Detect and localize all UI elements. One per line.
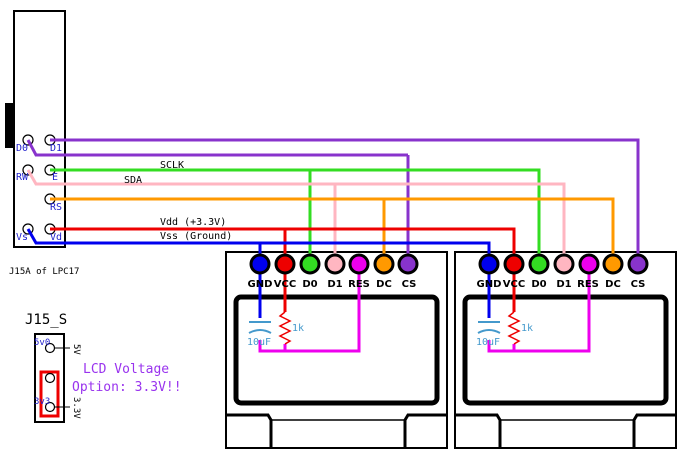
resistor-label-1: 1k xyxy=(292,323,304,334)
wire-vcc xyxy=(50,227,516,264)
jumper-label-3v3: 3v3 xyxy=(34,397,50,407)
wire-res-1 xyxy=(258,264,361,353)
lcd1-pin-gnd: GND xyxy=(248,279,273,290)
wire-cs-start xyxy=(26,139,408,157)
jumper-title: J15_S xyxy=(25,312,67,328)
capacitor-1 xyxy=(248,321,272,334)
jumper-pin-3v3-top xyxy=(44,372,56,384)
capacitor-label-2: 10uF xyxy=(476,337,500,348)
wire-d1 xyxy=(26,169,566,264)
pin-label-d0: D0 xyxy=(16,143,28,154)
connector-tab xyxy=(5,103,14,148)
wire-res-2 xyxy=(487,264,591,353)
lcd1-pin-res: RES xyxy=(348,279,370,290)
lcd2-pin-gnd: GND xyxy=(477,279,502,290)
lcd2-pin-d1: D1 xyxy=(556,279,571,290)
capacitor-label-1: 10uF xyxy=(247,337,271,348)
jumper-pin-5v xyxy=(44,342,56,354)
signal-label-sda: SDA xyxy=(124,175,142,186)
lcd-pin-labels-1: GND VCC D0 D1 RES DC CS xyxy=(248,279,417,290)
jumper-side-5v: 5V xyxy=(71,344,81,355)
lcd2-pin-d0: D0 xyxy=(531,279,546,290)
resistor-2 xyxy=(507,311,521,345)
signal-label-vdd: Vdd (+3.3V) xyxy=(160,217,226,228)
signal-label-vss: Vss (Ground) xyxy=(160,231,232,242)
lcd-pin-labels-2: GND VCC D0 D1 RES DC CS xyxy=(477,279,646,290)
lcd1-pin-d1: D1 xyxy=(327,279,342,290)
note-line-2: Option: 3.3V!! xyxy=(72,380,182,395)
wire-d0 xyxy=(50,168,541,264)
lcd-header-2 xyxy=(478,253,649,275)
lcd2-pin-res: RES xyxy=(577,279,599,290)
note-line-1: LCD Voltage xyxy=(83,362,169,377)
lcd1-pin-d0: D0 xyxy=(302,279,317,290)
jumper-side-3v3: 3.3V xyxy=(71,397,81,419)
capacitor-2 xyxy=(477,321,501,334)
lcd1-pin-dc: DC xyxy=(376,279,392,290)
jumper-label-5v0: 5v0 xyxy=(34,338,50,348)
connector-board xyxy=(13,10,66,248)
wire-dc xyxy=(50,197,615,264)
jumper-cap xyxy=(39,370,60,418)
lcd2-pin-dc: DC xyxy=(605,279,621,290)
lcd2-pin-vcc: VCC xyxy=(503,279,525,290)
pin-label-e: E xyxy=(52,172,58,183)
resistor-1 xyxy=(278,311,292,345)
pin-label-rs: RS xyxy=(50,202,62,213)
lcd1-pin-vcc: VCC xyxy=(274,279,296,290)
pin-label-rw: RW xyxy=(16,172,29,183)
resistor-label-2: 1k xyxy=(521,323,533,334)
connector-caption: J15A of LPC17 xyxy=(9,267,79,277)
pin-label-d1: D1 xyxy=(50,143,62,154)
pin-label-vs: Vs xyxy=(16,232,28,243)
wire-cs xyxy=(50,138,640,264)
pin-label-vd: Vd xyxy=(50,232,62,243)
lcd2-pin-cs: CS xyxy=(631,279,646,290)
lcd-header-1 xyxy=(249,253,419,275)
signal-label-sclk: SCLK xyxy=(160,160,184,171)
lcd1-pin-cs: CS xyxy=(402,279,417,290)
jumper-pin-3v3-bottom xyxy=(44,401,56,413)
